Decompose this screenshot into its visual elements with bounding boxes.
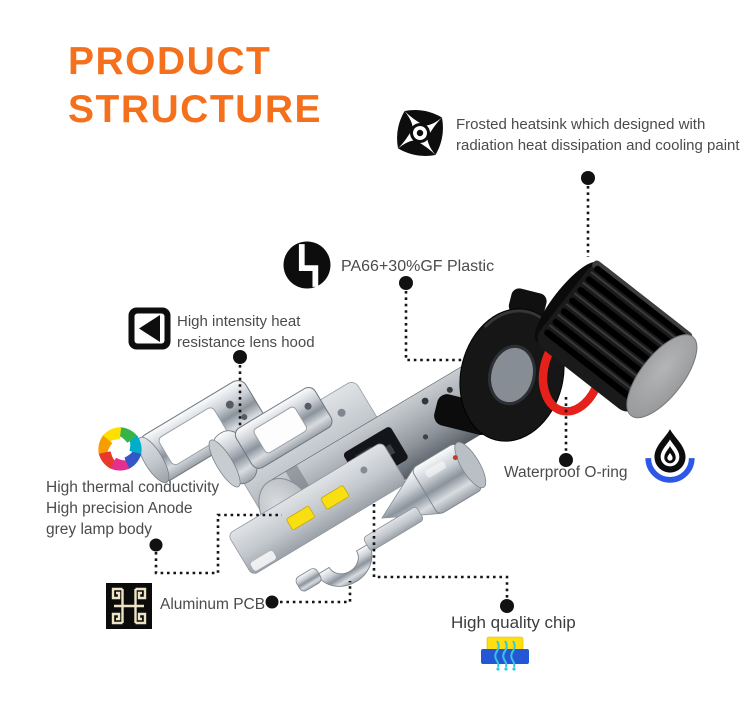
label-o-ring: Waterproof O-ring — [504, 464, 628, 481]
pinwheel-icon — [397, 110, 443, 156]
waterdrop-icon — [644, 427, 696, 484]
page-title: PRODUCT STRUCTURE — [68, 38, 322, 134]
label-heatsink-line2: radiation heat dissipation and cooling p… — [456, 137, 740, 154]
label-lamp-body: High thermal conductivity High precision… — [46, 477, 219, 540]
connector-dots — [149, 171, 595, 613]
label-lens-hood-line1: High intensity heat — [177, 313, 301, 330]
connector-chip — [372, 504, 509, 599]
page-title-line1: PRODUCT — [68, 40, 272, 83]
bottom-retainer-clip — [295, 507, 424, 592]
connector-lines — [154, 186, 590, 604]
led-chip-on-pcb — [320, 485, 350, 510]
led-chip-on-pcb — [286, 506, 315, 530]
label-pcb: Aluminum PCB — [160, 596, 266, 613]
meander-pattern-icon — [106, 583, 152, 629]
aluminum-pcb-plate — [229, 443, 405, 574]
page-title-line2: STRUCTURE — [68, 88, 322, 131]
label-lamp-body-line3: grey lamp body — [46, 521, 152, 538]
connector-plastic-collar — [404, 291, 468, 362]
label-lamp-body-line2: High precision Anode — [46, 500, 193, 517]
label-lens-hood: High intensity heat resistance lens hood — [177, 311, 315, 353]
lens-hood-reflector — [381, 441, 487, 519]
label-chip: High quality chip — [451, 613, 576, 632]
circle-h-logo-icon — [283, 241, 331, 289]
heatsink — [534, 260, 698, 419]
led-chip-icon — [477, 636, 533, 672]
connector-lamp-body — [154, 513, 282, 575]
label-lamp-body-line1: High thermal conductivity — [46, 479, 220, 496]
color-swirl-hexagon-icon — [96, 425, 144, 473]
connector-pcb — [280, 581, 352, 604]
square-prism-icon — [127, 306, 172, 351]
label-lens-hood-line2: resistance lens hood — [177, 334, 315, 351]
spring-clip-center — [208, 386, 333, 488]
label-plastic: PA66+30%GF Plastic — [341, 258, 495, 275]
label-heatsink: Frosted heatsink which designed with rad… — [456, 114, 740, 156]
spring-clip-left — [137, 380, 265, 484]
label-heatsink-line1: Frosted heatsink which designed with — [456, 116, 706, 133]
